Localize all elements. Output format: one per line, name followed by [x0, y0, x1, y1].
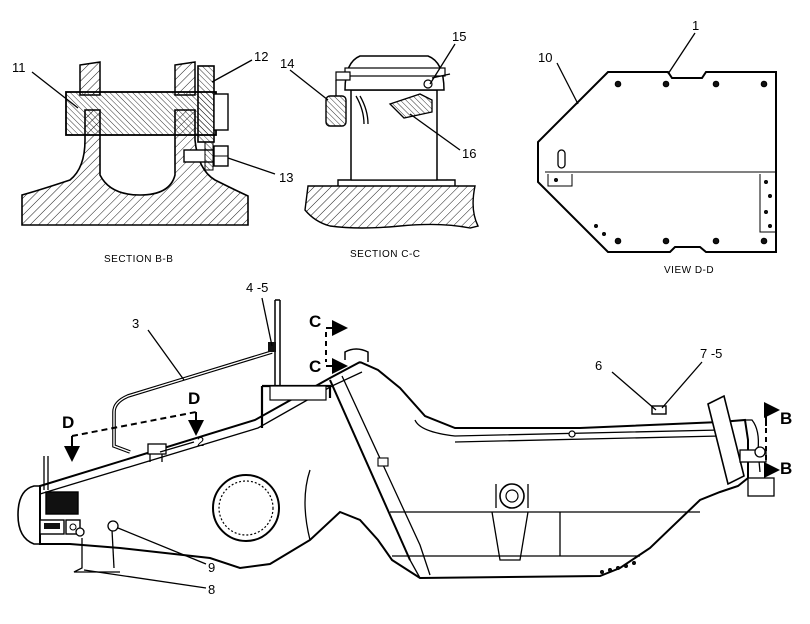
frame-body-outline: [39, 360, 749, 580]
section-bb-pin: [65, 91, 217, 136]
frame-rear-post: [707, 394, 745, 486]
callout-3: 3: [132, 316, 139, 331]
marker-d-right: D: [188, 389, 200, 408]
handrail-clamp: [268, 342, 276, 352]
section-cc-tag: [325, 95, 347, 127]
callout-7-5: 7 -5: [700, 346, 722, 361]
frame-inspection-port: [212, 474, 280, 542]
main-frame-assembly: [17, 299, 775, 580]
callout-12: 12: [254, 49, 268, 64]
callout-4-5: 4 -5: [246, 280, 268, 295]
section-cc-ground: [304, 185, 480, 229]
section-marker-bb: B B: [764, 402, 792, 478]
section-cc-detail: 14 15 16 SECTION C-C: [280, 29, 480, 260]
marker-c-top: C: [309, 312, 321, 331]
view-dd-plate: [537, 71, 777, 253]
section-bb-left-ear: [79, 61, 101, 96]
caption-section-cc: SECTION C-C: [350, 249, 421, 260]
frame-center-port: [495, 483, 529, 509]
section-bb-detail: 11 12 13 SECTION B-B: [12, 49, 293, 265]
marker-d-left: D: [62, 413, 74, 432]
callout-14: 14: [280, 56, 294, 71]
section-bb-retainer-plate: [197, 65, 215, 143]
section-marker-cc: C C: [309, 312, 348, 376]
view-dd-bolt-holes: [554, 80, 772, 245]
marker-c-bottom: C: [309, 357, 321, 376]
callout-8: 8: [208, 582, 215, 597]
caption-view-dd: VIEW D-D: [664, 265, 714, 276]
section-bb-right-ear: [174, 61, 196, 96]
section-bb-bolt: [183, 141, 229, 171]
callout-10: 10: [538, 50, 552, 65]
callout-2: 2: [197, 434, 204, 449]
callout-11: 11: [12, 60, 26, 75]
section-cc-hook: [388, 93, 433, 119]
frame-nose: [17, 485, 41, 545]
callout-16: 16: [462, 146, 476, 161]
frame-cylinder-boss: [344, 348, 369, 362]
view-dd-slot: [557, 149, 566, 169]
caption-section-bb: SECTION B-B: [104, 254, 173, 265]
section-bb-base: [21, 109, 249, 226]
marker-b-top: B: [780, 409, 792, 428]
mounting-block-6: [651, 405, 667, 415]
nose-window: [45, 491, 79, 515]
lower-plate-rivets: [600, 561, 636, 574]
main-leaders: [83, 297, 703, 589]
callout-1: 1: [692, 18, 699, 33]
callout-15: 15: [452, 29, 466, 44]
callout-6: 6: [595, 358, 602, 373]
marker-b-bottom: B: [780, 459, 792, 478]
callout-9: 9: [208, 560, 215, 575]
callout-13: 13: [279, 170, 293, 185]
view-dd-detail: 1 10 VIEW D-D: [537, 18, 777, 276]
handrail-assembly: [112, 342, 276, 462]
section-marker-dd: D D: [62, 389, 204, 462]
